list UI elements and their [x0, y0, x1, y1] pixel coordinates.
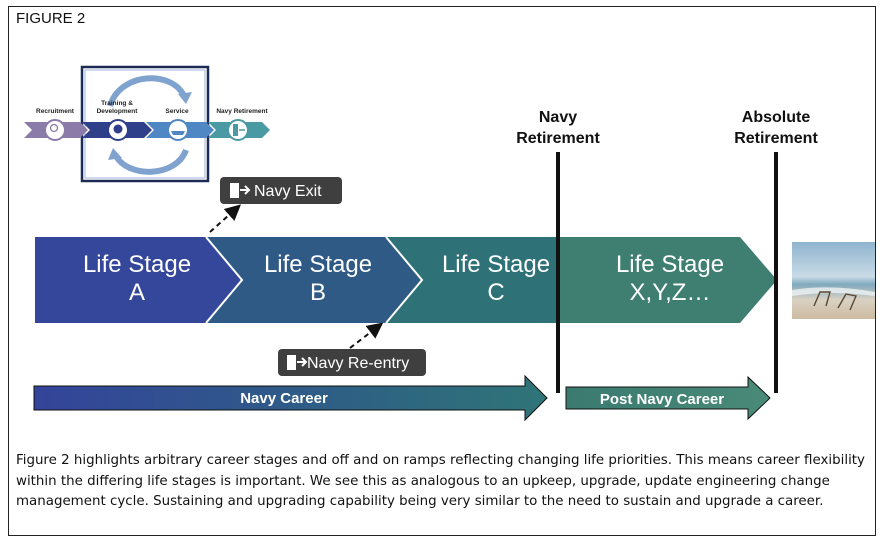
figure-label: FIGURE 2	[16, 10, 86, 27]
navy-exit-label: Navy Exit	[209, 177, 342, 233]
life-stage-b-title: Life Stage	[264, 251, 372, 278]
navy-exit-text: Navy Exit	[254, 183, 322, 200]
mini-label-training: Training &	[101, 100, 133, 107]
absolute-retirement-header-1: Absolute	[742, 109, 811, 126]
ship-icon	[167, 119, 189, 141]
mini-cycle-diagram: Recruitment Training & Development Servi…	[24, 65, 270, 183]
figure-caption: Figure 2 highlights arbitrary career sta…	[16, 453, 865, 509]
exit-dashed-arrow	[209, 204, 241, 233]
navy-retirement-header-2: Retirement	[516, 130, 600, 147]
life-stage-b-letter: B	[310, 279, 326, 306]
mini-label-development: Development	[97, 108, 139, 115]
life-stage-a-chevron	[35, 237, 242, 323]
life-stage-chevrons: Life Stage A Life Stage B Life Stage C L…	[35, 236, 777, 324]
cycle-arrow-top	[107, 75, 187, 108]
post-navy-career-text: Post Navy Career	[600, 391, 724, 408]
life-stage-c-chevron	[386, 237, 560, 323]
life-stage-a-letter: A	[129, 279, 145, 306]
mini-label-service: Service	[165, 108, 189, 115]
recruitment-icon	[44, 119, 66, 141]
life-stage-xyz-title: Life Stage	[616, 251, 724, 278]
life-stage-b-chevron	[206, 237, 422, 323]
navy-reentry-text: Navy Re-entry	[307, 355, 409, 372]
cycle-arrow-bottom	[113, 148, 189, 175]
mini-label-recruitment: Recruitment	[36, 108, 75, 115]
life-stage-xyz-letter: X,Y,Z…	[630, 279, 711, 306]
exit-door-icon-large	[230, 183, 251, 198]
life-stage-c-title: Life Stage	[442, 251, 550, 278]
reentry-dashed-arrow	[349, 322, 384, 349]
post-navy-career-arrow	[565, 375, 771, 421]
mini-label-navy-retirement: Navy Retirement	[216, 108, 268, 115]
reentry-door-icon	[287, 355, 308, 370]
navy-career-arrow	[33, 374, 548, 422]
figure-frame	[8, 6, 876, 536]
life-stage-c-letter: C	[487, 279, 504, 306]
life-stage-xyz-chevron	[560, 237, 777, 323]
navy-career-text: Navy Career	[240, 390, 328, 407]
navy-retirement-header-1: Navy	[539, 109, 577, 126]
life-stage-a-title: Life Stage	[83, 251, 191, 278]
absolute-retirement-header-2: Retirement	[734, 130, 818, 147]
beach-image	[792, 242, 875, 319]
navy-reentry-label: Navy Re-entry	[278, 322, 426, 376]
